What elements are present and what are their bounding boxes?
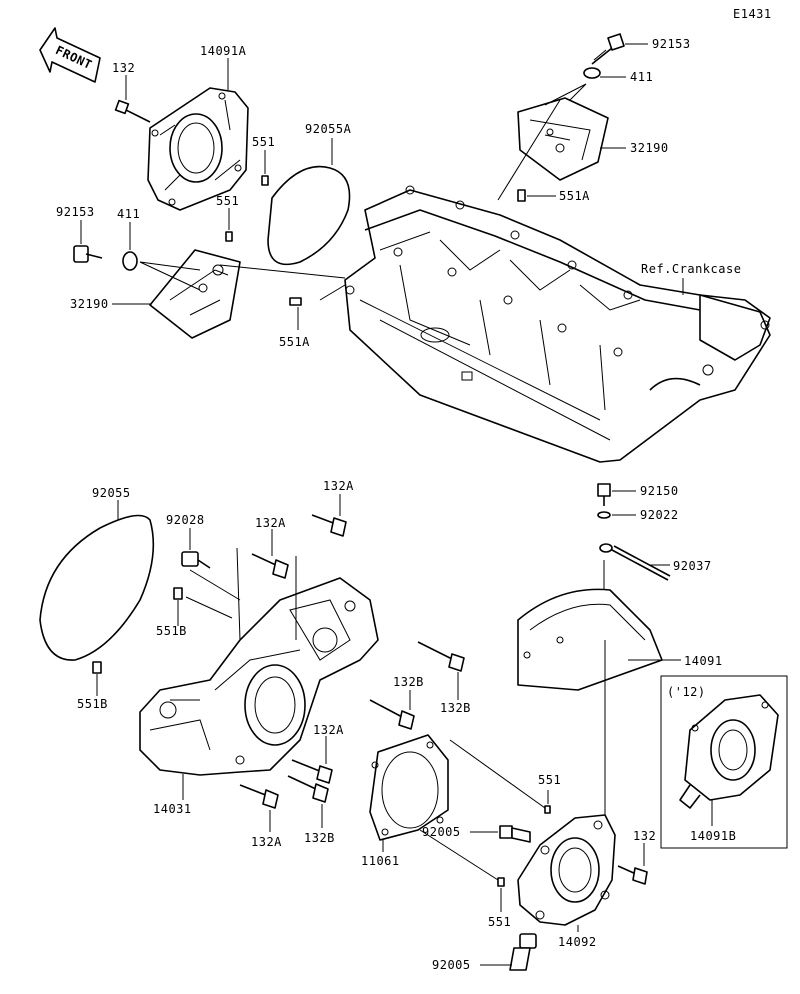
bolt-132A: [291, 759, 333, 784]
inset-2012-box: ('12) 14091B: [660, 675, 788, 849]
o-ring-92055A: [267, 165, 351, 266]
label-132B: 132B: [304, 831, 335, 845]
label-92055A: 92055A: [305, 122, 352, 136]
label-32190: 32190: [630, 141, 669, 155]
label-551B: 551B: [156, 624, 187, 638]
label-92153: 92153: [652, 37, 691, 51]
dowel-551: [261, 175, 269, 186]
label-132: 132: [633, 829, 656, 843]
crankcase: [344, 185, 771, 463]
label-14092: 14092: [558, 935, 597, 949]
label-14091: 14091: [684, 654, 723, 668]
label-92153: 92153: [56, 205, 95, 219]
label-92037: 92037: [673, 559, 712, 573]
label-92022: 92022: [640, 508, 679, 522]
label-551A: 551A: [279, 335, 310, 349]
label-132B: 132B: [393, 675, 424, 689]
dowel-551B: [92, 661, 102, 674]
label-132B: 132B: [440, 701, 471, 715]
dowel-551B: [173, 587, 183, 600]
band-92037: [599, 543, 671, 581]
label-92005: 92005: [422, 825, 461, 839]
label-32190: 32190: [70, 297, 109, 311]
label-11061: 11061: [361, 854, 400, 868]
label-411: 411: [630, 70, 653, 84]
label-14031: 14031: [153, 802, 192, 816]
label-14091A: 14091A: [200, 44, 247, 58]
label-132: 132: [112, 61, 135, 75]
label-551: 551: [538, 773, 561, 787]
washer-411: [583, 67, 601, 79]
dowel-551A: [517, 189, 526, 202]
bolt-132: [114, 99, 151, 123]
cover-14092: [517, 814, 616, 926]
part-14091A: [147, 87, 249, 211]
dowel-551: [497, 877, 505, 887]
label-132A: 132A: [255, 516, 286, 530]
washer-411: [122, 251, 138, 271]
label-14091B: 14091B: [690, 829, 736, 843]
bolt-132B: [369, 699, 415, 730]
bolt-132B: [287, 775, 329, 803]
inset-year-label: ('12): [667, 685, 706, 699]
dowel-551: [225, 231, 233, 242]
label-92028: 92028: [166, 513, 205, 527]
fitting-92005: [509, 933, 537, 971]
bolt-92150: [597, 483, 611, 506]
label-132A: 132A: [313, 723, 344, 737]
cover-14091: [517, 588, 663, 691]
front-arrow-icon: FRONT: [39, 27, 101, 83]
bolt-132A: [239, 784, 279, 809]
cover-14091B: [679, 694, 779, 809]
label-411: 411: [117, 207, 140, 221]
cover-14031: [139, 577, 379, 776]
bracket-32190: [517, 97, 609, 181]
label-551: 551: [488, 915, 511, 929]
bolt-132B: [417, 641, 465, 672]
gasket-11061: [369, 734, 449, 841]
label-551A: 551A: [559, 189, 590, 203]
label-92150: 92150: [640, 484, 679, 498]
label-132A: 132A: [251, 835, 282, 849]
diagram-id: E1431: [733, 7, 772, 21]
bolt-92153: [591, 33, 625, 65]
fitting-92005: [499, 825, 531, 843]
bolt-132: [617, 865, 648, 885]
dowel-551: [544, 805, 551, 814]
label-551: 551: [252, 135, 275, 149]
label-92055: 92055: [92, 486, 131, 500]
bolt-132A: [251, 553, 289, 579]
bolt-132A: [311, 514, 347, 537]
bolt-92153: [73, 245, 103, 263]
dowel-551A: [289, 297, 302, 306]
label-92005: 92005: [432, 958, 471, 972]
o-ring-92055: [39, 514, 155, 661]
label-132A: 132A: [323, 479, 354, 493]
plug-92028: [181, 551, 211, 569]
ref-crankcase-label: Ref.Crankcase: [641, 262, 741, 276]
washer-92022: [597, 511, 611, 519]
bracket-32190: [149, 249, 241, 339]
label-551: 551: [216, 194, 239, 208]
label-551B: 551B: [77, 697, 108, 711]
